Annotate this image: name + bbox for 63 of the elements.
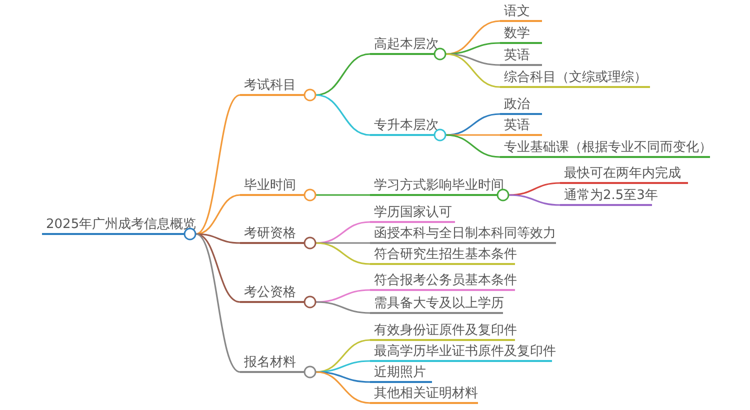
topic-underline [370,323,515,341]
topic-text: 函授本科与全日制本科同等效力 [374,226,556,241]
topic-text: 高起本层次 [374,37,439,52]
topic-underline [370,247,515,265]
topic-underline [500,4,542,22]
branch-line [316,194,370,196]
topic-text: 通常为2.5至3年 [564,188,658,203]
branch-line [316,360,370,373]
branch-line [316,94,370,136]
topic-underline [370,296,503,314]
topic-text: 需具备大专及以上学历 [374,296,504,311]
topic-text: 考公资格 [244,285,296,300]
topic-underline [370,365,432,383]
topic-text: 专业基础课（根据专业不同而变化） [504,140,712,155]
topic-underline [370,226,556,244]
topic-underline [500,118,542,136]
topic-text: 近期照片 [374,365,426,380]
topic-text: 符合报考公务员基本条件 [374,273,517,288]
branch-line [508,194,560,206]
branch-line [316,371,370,404]
topic-underline [500,48,542,66]
topic-text: 符合研究生招生基本条件 [374,247,517,262]
topic-text: 有效身份证原件及复印件 [374,323,517,338]
topic-text: 考研资格 [244,226,296,241]
branch-line [446,53,500,88]
topic-text: 考试科目 [244,78,296,93]
branch-line [316,371,370,383]
topic-underline [500,26,542,44]
topic-text: 最快可在两年内完成 [564,166,681,181]
topic-text: 英语 [504,48,530,63]
topic-text: 毕业时间 [244,178,296,193]
topic-text: 英语 [504,118,530,133]
topic-text: 政治 [504,97,530,112]
branch-line [508,182,560,196]
topic-text: 其他相关证明材料 [374,386,478,401]
topic-text: 最高学历毕业证书原件及复印件 [374,344,556,359]
topic-underline [500,140,710,158]
branch-line [446,53,500,66]
topic-underline [500,70,650,88]
branch-line [316,301,370,314]
topic-text: 语文 [504,4,530,19]
branch-line [446,134,500,158]
branch-line [316,242,370,265]
branch-line [196,94,240,235]
topic-text: 专升本层次 [374,118,439,133]
topic-underline [370,386,478,404]
topic-underline [370,273,515,291]
topic-text: 数学 [504,26,530,41]
branch-line [316,53,370,96]
topic-underline [560,166,688,184]
branch-line [316,289,370,303]
topic-text: 报名材料 [244,355,296,370]
topic-underline [370,205,455,223]
topic-text: 学历国家认可 [374,205,452,220]
branch-line [196,233,240,373]
topic-underline [500,97,542,115]
branch-line [196,233,240,244]
topic-text: 学习方式影响毕业时间 [374,178,504,193]
branch-line [316,242,370,244]
branch-line [446,134,500,136]
topic-text: 综合科目（文综或理综） [504,70,647,85]
branch-line [196,233,240,303]
branch-line [446,42,500,55]
